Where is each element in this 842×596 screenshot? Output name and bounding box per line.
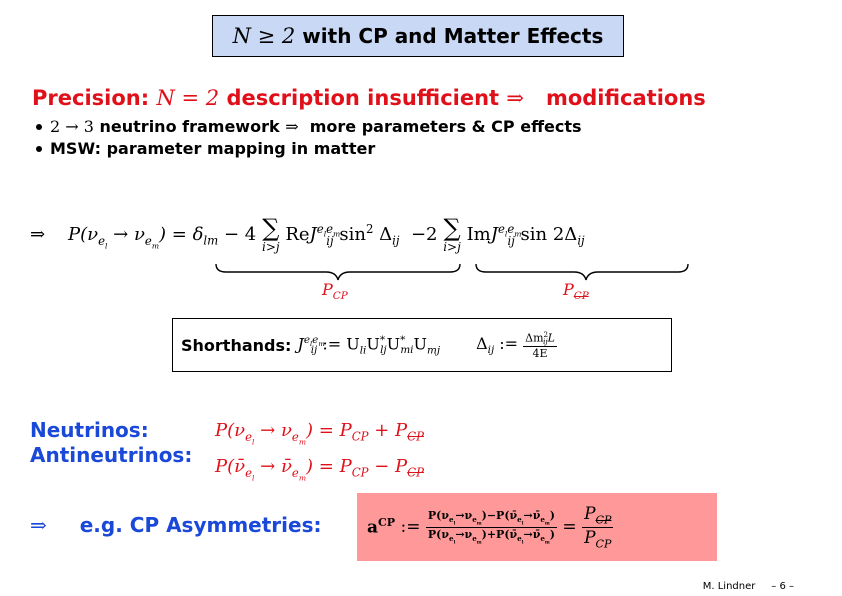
bullet-arrow: ⇒ <box>285 117 299 136</box>
antineutrino-equation: P(ν̄el → ν̄em) = PCP − PCP <box>215 455 424 482</box>
shorthand-label: Shorthands: <box>181 335 292 355</box>
shorthand-fraction: Δm2ijL 4E <box>523 329 557 361</box>
title-math: N ≥ 2 <box>232 24 296 48</box>
bullet-tail: more parameters & CP effects <box>309 117 582 136</box>
antineutrinos-label: Antineutrinos: <box>30 443 193 467</box>
asymmetry-label: ⇒ e.g. CP Asymmetries: <box>30 513 321 537</box>
underbrace-2 <box>475 263 689 281</box>
footer-page: – 6 – <box>771 581 794 592</box>
asym-fraction: P(νel→νem)−P(ν̄el→ν̄em) P(νel→νem)+P(ν̄e… <box>425 508 558 546</box>
formula-minus2: −2 <box>410 224 438 245</box>
formula-term1: δlm <box>192 224 219 248</box>
asym-a: aCP <box>367 516 396 538</box>
heading-arrow: ⇒ <box>506 86 524 110</box>
brace-label-cp-odd: PCP <box>563 280 589 303</box>
formula-lhs: P(νel → νem) <box>67 224 167 250</box>
bullet-dot-icon <box>36 124 42 130</box>
neutrino-equation: P(νel → νem) = PCP + PCP <box>215 420 424 446</box>
formula-arrow: ⇒ <box>30 224 46 245</box>
bullet-item: 2 → 3 neutrino framework ⇒ more paramete… <box>32 116 582 138</box>
asymmetry-box: aCP := P(νel→νem)−P(ν̄el→ν̄em) P(νel→νem… <box>357 493 717 561</box>
formula-minus4: − 4 <box>223 224 257 245</box>
bullet-math: 2 → 3 <box>50 117 94 136</box>
bullet-list: 2 → 3 neutrino framework ⇒ more paramete… <box>32 116 582 160</box>
neutrino-equations: P(νel → νem) = PCP + PCP P(ν̄el → ν̄em) … <box>215 418 424 490</box>
underbrace-1 <box>215 263 461 281</box>
shorthands-box: Shorthands: Jelemij := UliU*ljU*miUmj Δi… <box>172 318 672 372</box>
bullet-dot-icon <box>36 146 42 152</box>
shorthand-j: Jelemij <box>297 333 325 357</box>
sum-symbol-1: ∑ i>j <box>261 214 280 254</box>
heading-math: N = 2 <box>156 86 220 110</box>
heading-prefix: Precision: <box>32 86 150 110</box>
probability-formula: ⇒ P(νel → νem) = δlm − 4 ∑ i>j ReJelemij… <box>30 214 585 254</box>
neutrino-labels: Neutrinos: Antineutrinos: <box>30 418 192 468</box>
brace-label-cp-even: PCP <box>322 280 348 303</box>
precision-heading: Precision: N = 2 description insufficien… <box>32 86 706 110</box>
asym-text: e.g. CP Asymmetries: <box>79 513 322 537</box>
footer-author: M. Lindner <box>702 581 756 592</box>
shorthand-eq2: Δij := <box>476 333 519 357</box>
shorthand-eq1: := UliU*ljU*miUmj <box>322 333 441 357</box>
bullet-item: MSW: parameter mapping in matter <box>32 138 582 160</box>
bullet-text: neutrino framework <box>99 117 280 136</box>
bullet-text: MSW: parameter mapping in matter <box>50 139 376 158</box>
heading-suffix: modifications <box>545 86 706 110</box>
footer: M. Lindner – 6 – <box>703 581 794 592</box>
asym-arrow: ⇒ <box>30 513 47 537</box>
asym-ratio: PCP PCP <box>582 504 614 550</box>
heading-middle: description insufficient <box>226 86 500 110</box>
neutrinos-label: Neutrinos: <box>30 418 149 442</box>
sum-symbol-2: ∑ i>j <box>443 214 461 254</box>
slide-title: N ≥ 2 with CP and Matter Effects <box>212 15 624 57</box>
title-text: with CP and Matter Effects <box>302 24 604 48</box>
underbraces <box>215 263 689 281</box>
